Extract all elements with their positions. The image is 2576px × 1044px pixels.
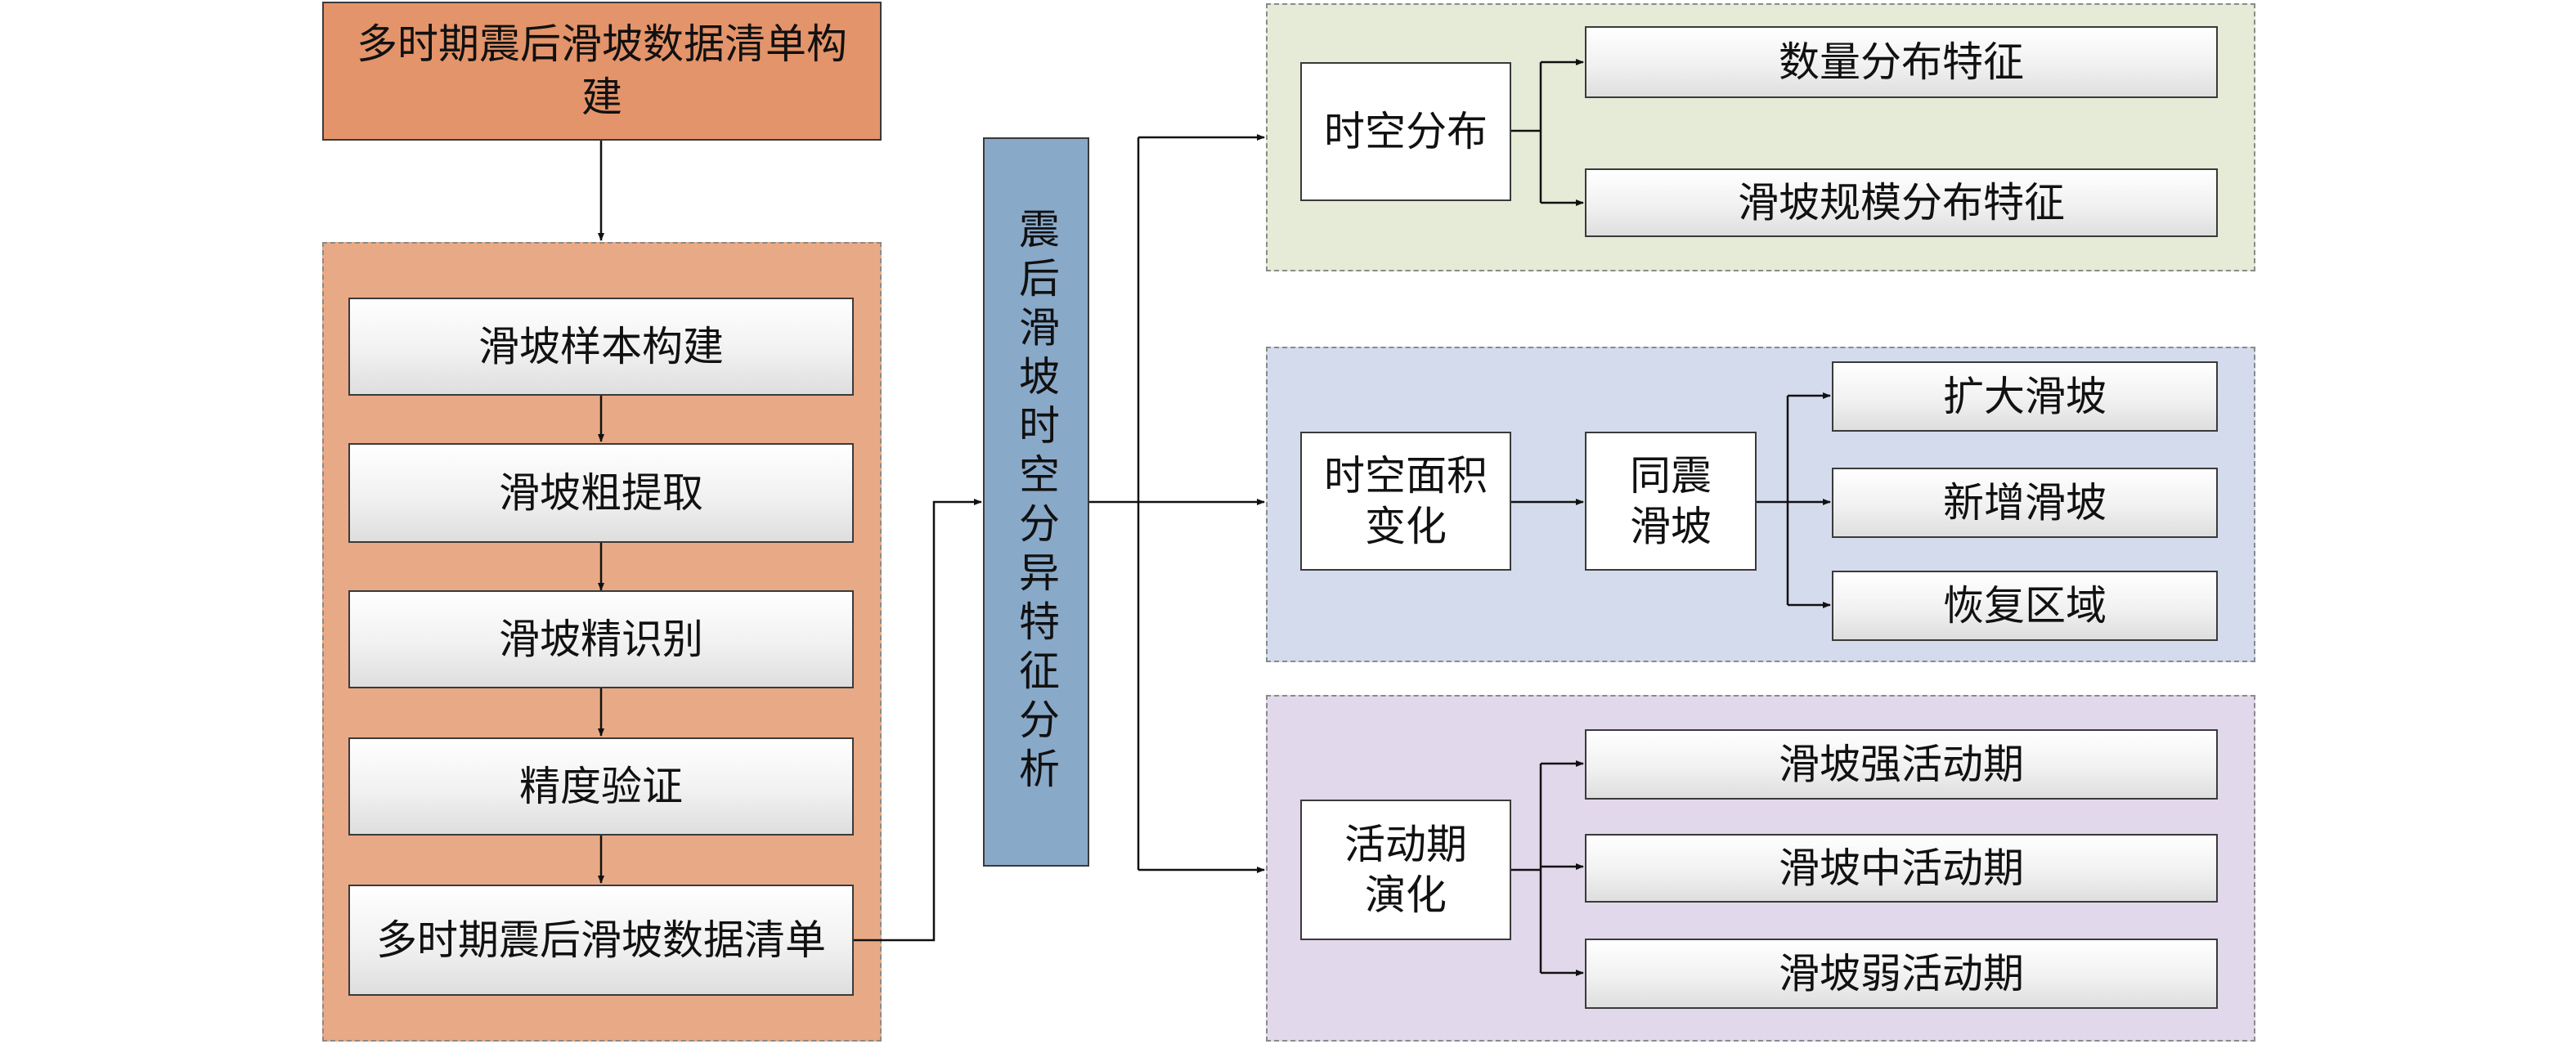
item-weak-activity: 滑坡弱活动期 (1585, 939, 2218, 1009)
step-sample-construction: 滑坡样本构建 (348, 298, 854, 396)
item-label: 滑坡规模分布特征 (1738, 178, 2065, 226)
item-strong-activity: 滑坡强活动期 (1585, 729, 2218, 800)
step-label: 滑坡样本构建 (478, 322, 724, 370)
hub-label: 时空分布 (1324, 107, 1488, 155)
mid-coseismic-landslide: 同震滑坡 (1585, 432, 1757, 571)
item-label: 数量分布特征 (1779, 38, 2024, 86)
step-fine-identification: 滑坡精识别 (348, 590, 854, 688)
spatiotemporal-analysis-label: 震后滑坡时空分异特征分析 (1012, 208, 1060, 796)
item-scale-distribution: 滑坡规模分布特征 (1585, 168, 2218, 237)
item-label: 滑坡弱活动期 (1779, 949, 2024, 997)
arrow-list-to-analysis (849, 499, 982, 942)
dataset-construction-box: 多时期震后滑坡数据清单构建 (322, 2, 882, 141)
item-medium-activity: 滑坡中活动期 (1585, 834, 2218, 903)
hub-activity-evolution: 活动期演化 (1300, 800, 1511, 940)
item-expanded-landslide: 扩大滑坡 (1832, 361, 2218, 432)
step-accuracy-validation: 精度验证 (348, 737, 854, 836)
hub-spatial-distribution: 时空分布 (1300, 62, 1511, 201)
item-label: 新增滑坡 (1943, 478, 2107, 526)
step-coarse-extraction: 滑坡粗提取 (348, 443, 854, 543)
item-count-distribution: 数量分布特征 (1585, 26, 2218, 98)
item-recovery-area: 恢复区域 (1832, 571, 2218, 641)
step-label: 滑坡精识别 (499, 615, 703, 663)
item-new-landslide: 新增滑坡 (1832, 468, 2218, 538)
hub-area-change: 时空面积变化 (1300, 432, 1511, 571)
item-label: 扩大滑坡 (1943, 372, 2107, 420)
mid-label: 同震滑坡 (1630, 451, 1712, 551)
hub-label: 时空面积变化 (1324, 451, 1488, 551)
step-label: 精度验证 (519, 762, 683, 810)
step-label: 滑坡粗提取 (499, 468, 703, 517)
dataset-construction-label: 多时期震后滑坡数据清单构建 (357, 20, 847, 121)
item-label: 滑坡强活动期 (1779, 740, 2024, 788)
step-label: 多时期震后滑坡数据清单 (376, 916, 826, 964)
item-label: 恢复区域 (1943, 581, 2107, 630)
item-label: 滑坡中活动期 (1779, 844, 2024, 892)
step-multi-period-inventory: 多时期震后滑坡数据清单 (348, 885, 854, 996)
spatiotemporal-analysis-box: 震后滑坡时空分异特征分析 (983, 137, 1089, 867)
hub-label: 活动期演化 (1344, 820, 1467, 920)
